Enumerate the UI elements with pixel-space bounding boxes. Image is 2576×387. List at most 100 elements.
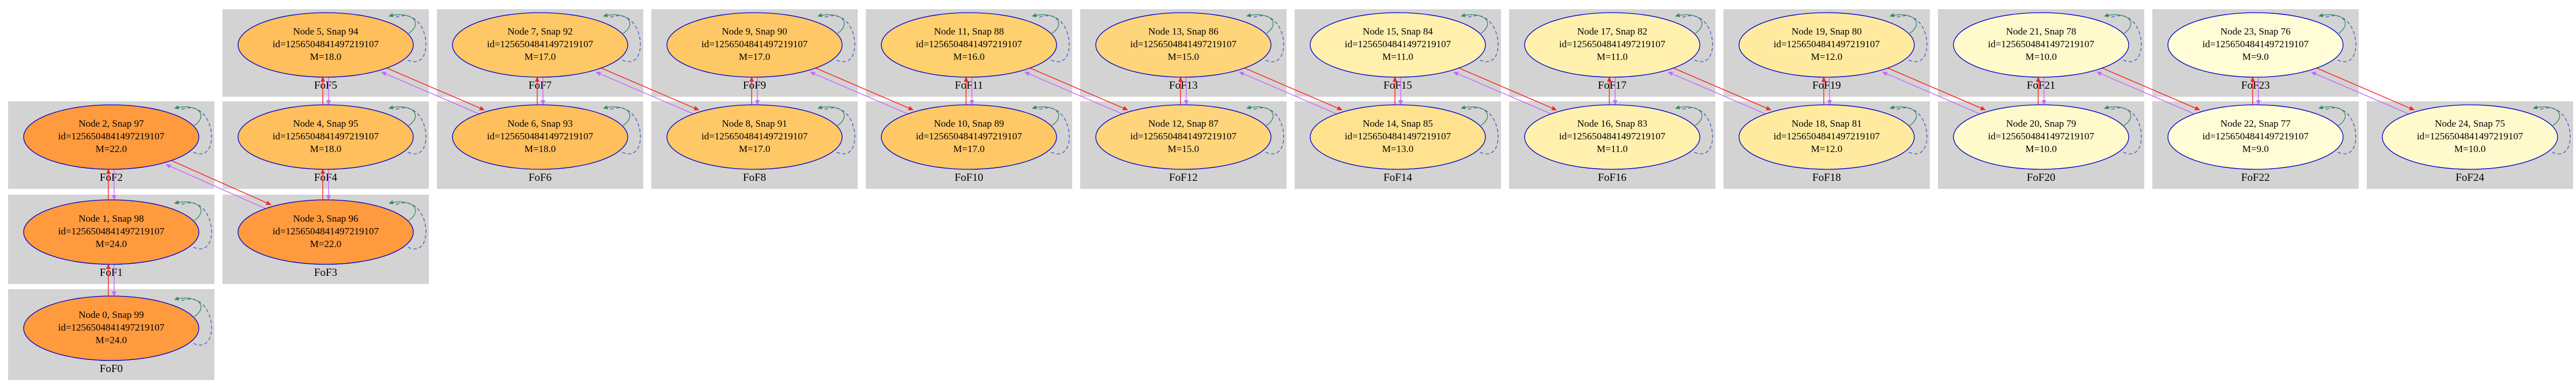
node-label-line-3: M=11.0 [1382, 51, 1413, 62]
cluster-label: FoF11 [955, 79, 983, 92]
node-label-line-1: Node 11, Snap 88 [934, 26, 1004, 37]
descendant-arrow [595, 71, 697, 116]
node-label-line-1: Node 1, Snap 98 [78, 213, 144, 224]
node-label-line-2: id=1256504841497219107 [2417, 131, 2524, 142]
halo-node-13[interactable]: Node 13, Snap 86id=1256504841497219107M=… [1095, 12, 1284, 78]
node-ellipse [23, 199, 199, 265]
node-ellipse [666, 12, 843, 78]
node-label-line-3: M=16.0 [953, 51, 985, 62]
node-label-line-3: M=10.0 [2454, 143, 2486, 154]
progenitor-arrow [1027, 66, 1129, 111]
node-label-line-3: M=22.0 [96, 143, 127, 154]
node-label-line-1: Node 18, Snap 81 [1791, 118, 1862, 129]
node-label-line-3: M=10.0 [2026, 51, 2057, 62]
node-label-line-3: M=17.0 [525, 51, 556, 62]
halo-node-8[interactable]: Node 8, Snap 91id=1256504841497219107M=1… [666, 104, 855, 170]
node-ellipse [1738, 104, 1915, 170]
progenitor-arrow [1670, 66, 1772, 111]
node-label-line-2: id=1256504841497219107 [1774, 39, 1880, 50]
halo-node-16[interactable]: Node 16, Snap 83id=1256504841497219107M=… [1524, 104, 1713, 170]
edge-23-24 [2310, 66, 2415, 116]
halo-node-18[interactable]: Node 18, Snap 81id=1256504841497219107M=… [1738, 104, 1928, 170]
edge-17-18 [1667, 66, 1772, 116]
descendant-arrow [380, 71, 482, 116]
cluster-label: FoF10 [955, 172, 983, 184]
cluster-label: FoF6 [529, 172, 552, 184]
node-label-line-1: Node 6, Snap 93 [507, 118, 572, 129]
cluster-label: FoF17 [1598, 79, 1627, 92]
self-loop-solid [2318, 105, 2346, 126]
self-loop-solid [2533, 105, 2560, 126]
cluster-label: FoF14 [1383, 172, 1412, 184]
node-label-line-2: id=1256504841497219107 [58, 322, 165, 333]
node-label-line-2: id=1256504841497219107 [1559, 39, 1666, 50]
node-ellipse [452, 12, 628, 78]
halo-node-0[interactable]: Node 0, Snap 99 id=1256504841497219107M=2… [23, 295, 212, 361]
self-loop-solid [1461, 105, 1488, 126]
edge-14-15 [1393, 77, 1403, 105]
halo-node-3[interactable]: Node 3, Snap 96id=1256504841497219107M=2… [237, 199, 427, 265]
self-loop-solid [603, 13, 631, 34]
self-loop-solid [1246, 13, 1274, 34]
node-ellipse [2382, 104, 2558, 170]
edge-6-7 [535, 77, 545, 105]
node-label-line-1: Node 14, Snap 85 [1363, 118, 1433, 129]
node-label-line-2: id=1256504841497219107 [2202, 131, 2309, 142]
node-label-line-3: M=18.0 [525, 143, 556, 154]
node-label-line-3: M=17.0 [953, 143, 985, 154]
halo-node-21[interactable]: Node 21, Snap 78id=1256504841497219107M=… [1953, 12, 2142, 78]
halo-node-10[interactable]: Node 10, Snap 89id=1256504841497219107M=… [881, 104, 1070, 170]
node-label-line-3: M=24.0 [96, 335, 127, 346]
halo-node-1[interactable]: Node 1, Snap 98id=1256504841497219107M=2… [23, 199, 212, 265]
self-loop-solid [603, 105, 631, 126]
halo-node-15[interactable]: Node 15, Snap 84id=1256504841497219107M=… [1310, 12, 1499, 78]
halo-node-6[interactable]: Node 6, Snap 93id=1256504841497219107M=1… [452, 104, 641, 170]
node-label-line-2: id=1256504841497219107 [273, 39, 379, 50]
node-label-line-2: id=1256504841497219107 [916, 39, 1023, 50]
halo-node-14[interactable]: Node 14, Snap 85id=1256504841497219107M=… [1310, 104, 1499, 170]
node-label-line-3: M=17.0 [739, 51, 770, 62]
node-label-line-2: id=1256504841497219107 [1345, 39, 1451, 50]
node-label-line-1: Node 21, Snap 78 [2006, 26, 2076, 37]
node-ellipse [881, 12, 1057, 78]
node-ellipse [881, 104, 1057, 170]
edges [106, 66, 2415, 297]
node-ellipse [452, 104, 628, 170]
edge-13-14 [1238, 66, 1343, 116]
node-label-line-2: id=1256504841497219107 [487, 39, 594, 50]
edge-4-5 [320, 77, 331, 105]
halo-node-20[interactable]: Node 20, Snap 79id=1256504841497219107M=… [1953, 104, 2142, 170]
halo-node-24[interactable]: Node 24, Snap 75id=1256504841497219107M=… [2382, 104, 2571, 170]
halo-node-23[interactable]: Node 23, Snap 76id=1256504841497219107M=… [2167, 12, 2356, 78]
halo-node-2[interactable]: Node 2, Snap 97id=1256504841497219107M=2… [23, 104, 212, 170]
halo-node-7[interactable]: Node 7, Snap 92id=1256504841497219107M=1… [452, 12, 641, 78]
node-ellipse [1738, 12, 1915, 78]
cluster-label: FoF5 [314, 79, 337, 92]
cluster-label: FoF0 [100, 363, 123, 375]
halo-node-11[interactable]: Node 11, Snap 88 id=1256504841497219107M=… [881, 12, 1070, 78]
halo-node-12[interactable]: Node 12, Snap 87id=1256504841497219107M=… [1095, 104, 1284, 170]
cluster-label: FoF20 [2027, 172, 2055, 184]
halo-node-4[interactable]: Node 4, Snap 95id=1256504841497219107M=1… [237, 104, 427, 170]
halo-node-22[interactable]: Node 22, Snap 77id=1256504841497219107M=… [2167, 104, 2356, 170]
edge-20-21 [2036, 77, 2046, 105]
halo-node-5[interactable]: Node 5, Snap 94id=1256504841497219107M=1… [237, 12, 427, 78]
node-ellipse [2167, 104, 2344, 170]
cluster-label: FoF4 [314, 172, 338, 184]
descendant-arrow [1238, 71, 1340, 116]
edge-0-1 [106, 264, 116, 297]
edge-3-4 [320, 169, 331, 200]
self-loop-solid [817, 13, 845, 34]
edge-18-19 [1821, 77, 1832, 105]
descendant-arrow [2096, 71, 2198, 116]
node-label-line-2: id=1256504841497219107 [1559, 131, 1666, 142]
halo-node-9[interactable]: Node 9, Snap 90id=1256504841497219107M=1… [666, 12, 855, 78]
node-ellipse [1310, 12, 1486, 78]
halo-node-17[interactable]: Node 17, Snap 82id=1256504841497219107M=… [1524, 12, 1713, 78]
progenitor-arrow [2099, 66, 2201, 111]
halo-node-19[interactable]: Node 19, Snap 80id=1256504841497219107M=… [1738, 12, 1928, 78]
node-label-line-1: Node 0, Snap 99 [78, 309, 144, 320]
progenitor-arrow [2313, 66, 2415, 111]
self-loop-solid [1032, 105, 1059, 126]
node-label-line-2: id=1256504841497219107 [1988, 131, 2095, 142]
